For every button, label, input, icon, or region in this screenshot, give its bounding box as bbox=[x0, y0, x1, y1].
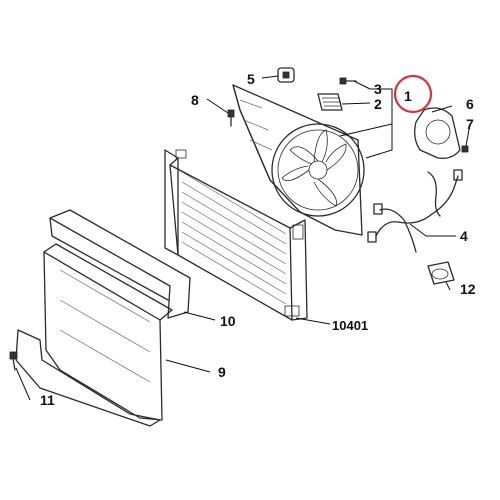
part-12-connector bbox=[427, 261, 455, 285]
part-4-wiring-harness bbox=[367, 169, 463, 253]
part-6-cover bbox=[414, 107, 461, 159]
leader-lines bbox=[15, 75, 471, 401]
part-8-screw bbox=[227, 109, 235, 127]
callout-9: 9 bbox=[218, 364, 226, 380]
callout-labels: 1 2 3 4 5 6 7 8 9 10 11 12 10401 bbox=[40, 71, 476, 408]
part-7-screw bbox=[461, 145, 469, 153]
callout-12: 12 bbox=[460, 281, 476, 297]
part-2-resistor bbox=[317, 93, 343, 111]
callout-4: 4 bbox=[460, 228, 468, 244]
highlight-circle bbox=[393, 74, 433, 114]
radiator bbox=[164, 149, 308, 321]
part-11-screw bbox=[9, 351, 18, 371]
callout-11: 11 bbox=[40, 392, 55, 408]
callout-10401: 10401 bbox=[332, 318, 368, 333]
callout-3: 3 bbox=[374, 81, 382, 97]
fan-shroud-assembly bbox=[232, 84, 365, 236]
callout-7: 7 bbox=[466, 116, 474, 132]
part-10-upper-deflector bbox=[49, 209, 191, 319]
callout-2: 2 bbox=[374, 96, 382, 112]
part-5-connector bbox=[277, 67, 295, 83]
part-3-screw bbox=[339, 77, 357, 85]
part-9-deflector bbox=[15, 243, 173, 427]
callout-8: 8 bbox=[191, 92, 199, 108]
callout-5: 5 bbox=[247, 71, 255, 87]
callout-10: 10 bbox=[220, 313, 236, 329]
callout-1: 1 bbox=[404, 88, 412, 104]
callout-6: 6 bbox=[466, 96, 474, 112]
